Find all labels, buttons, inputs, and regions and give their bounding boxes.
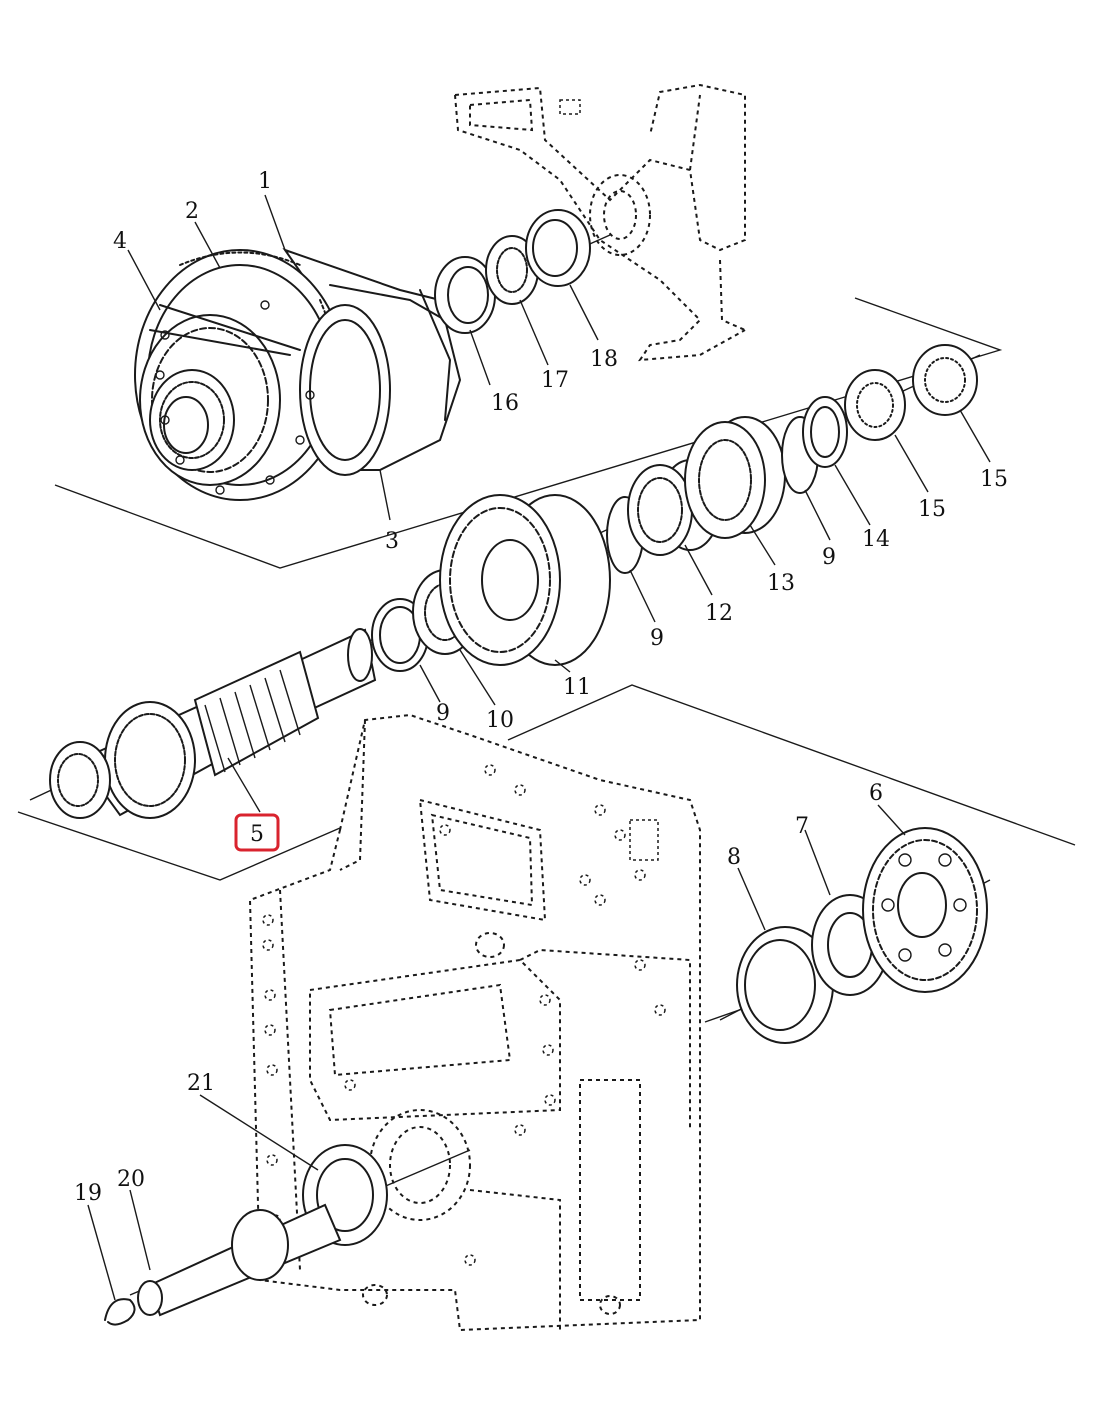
callout-9-middle[interactable]: 9	[650, 626, 664, 651]
shaft-gear	[104, 701, 196, 819]
callout-20[interactable]: 20	[117, 1167, 145, 1192]
leader-lines	[87, 194, 991, 1301]
part-13-synchro-sleeve	[684, 416, 786, 539]
part-6-gear	[862, 827, 988, 993]
part-14-washer	[802, 396, 848, 468]
callout-14[interactable]: 14	[862, 527, 890, 552]
callout-10[interactable]: 10	[486, 708, 514, 733]
part-19-clip	[104, 1298, 136, 1326]
callout-1[interactable]: 1	[258, 169, 272, 194]
callout-8[interactable]: 8	[727, 845, 741, 870]
callout-18[interactable]: 18	[590, 347, 618, 372]
differential-assembly	[134, 248, 462, 501]
callout-5[interactable]: 5	[250, 822, 264, 847]
callout-9-lower[interactable]: 9	[436, 701, 450, 726]
callout-12[interactable]: 12	[705, 601, 733, 626]
part-15-needle-bearing-b	[912, 344, 978, 416]
callouts: 1 2 4 3 16 17 18 9 10 11 9 12 13 9 14 15…	[74, 169, 1008, 1206]
callout-15-right[interactable]: 15	[980, 467, 1008, 492]
part-17-bearing-cone	[485, 235, 539, 305]
callout-9-upper[interactable]: 9	[822, 545, 836, 570]
callout-16[interactable]: 16	[491, 391, 519, 416]
upper-housing-phantom	[454, 83, 746, 362]
reference-plane-upper	[54, 297, 1003, 569]
callout-6[interactable]: 6	[869, 781, 883, 806]
callout-11[interactable]: 11	[563, 675, 591, 700]
callout-13[interactable]: 13	[767, 571, 795, 596]
callout-4[interactable]: 4	[113, 229, 127, 254]
callout-7[interactable]: 7	[795, 814, 809, 839]
part-18-bearing-cup	[525, 209, 591, 287]
callout-19[interactable]: 19	[74, 1181, 102, 1206]
callout-17[interactable]: 17	[541, 368, 569, 393]
callout-3[interactable]: 3	[385, 529, 399, 554]
reference-plane-middle	[17, 811, 341, 881]
part-11-helical-gear	[439, 494, 611, 666]
part-5-shaft	[49, 628, 377, 819]
part-20-output-shaft	[137, 1203, 342, 1317]
callout-2[interactable]: 2	[185, 199, 199, 224]
callout-21[interactable]: 21	[187, 1071, 215, 1096]
callout-15-left[interactable]: 15	[918, 497, 946, 522]
callout-5-highlight-box	[234, 813, 280, 852]
part-15-needle-bearing-a	[844, 369, 906, 441]
